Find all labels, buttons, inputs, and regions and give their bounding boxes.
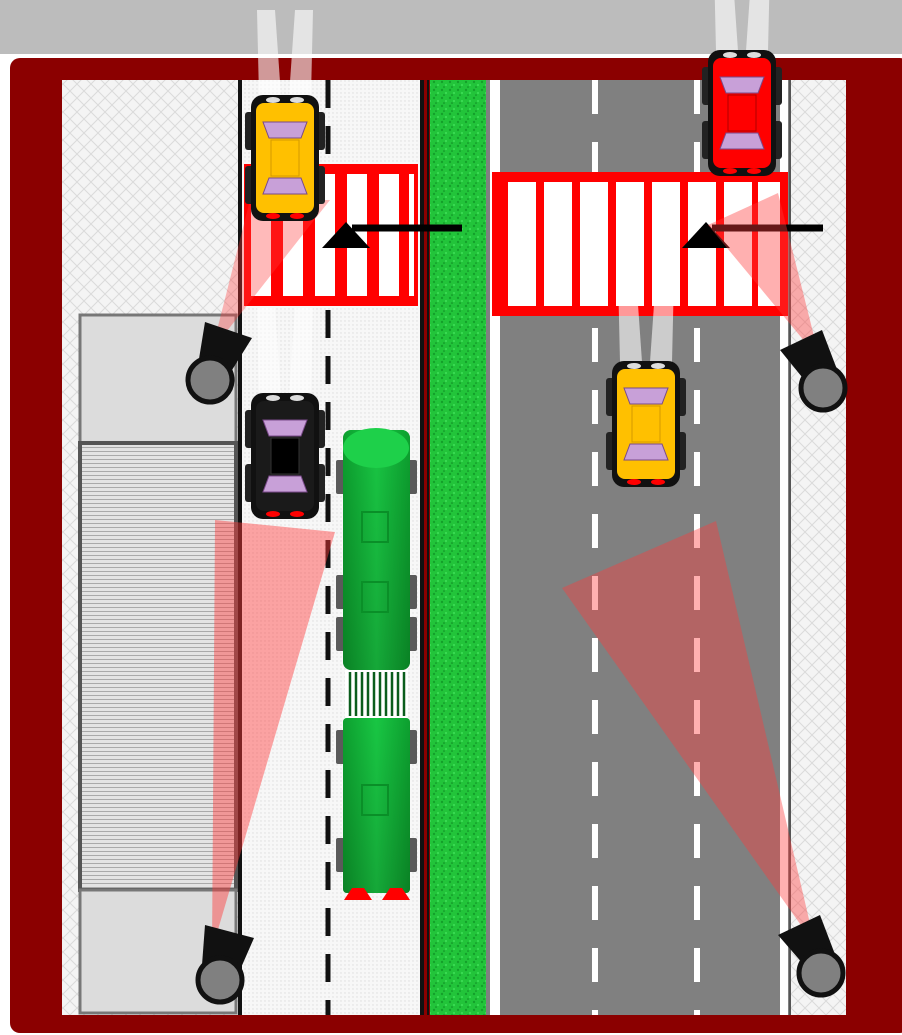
direction-arrow-icon [682,222,823,248]
green-bus-icon [336,428,417,900]
right-sidewalk [790,80,846,1015]
camera-view-cone [708,193,820,360]
red-car-icon [702,0,782,176]
building-icon [78,313,238,1015]
median [430,80,486,1015]
camera-view-cone [212,200,330,350]
camera-icon [185,322,252,405]
yellow-car-icon [606,276,686,487]
crosswalk-right [492,172,788,316]
direction-arrow-icon [322,222,462,248]
yellow-car-icon [245,10,325,221]
camera-icon [195,925,254,1005]
camera-icon [780,330,848,413]
camera-icon [778,915,846,998]
black-car-icon [245,308,325,519]
camera-view-cone [562,521,815,945]
camera-view-cone [212,520,335,950]
